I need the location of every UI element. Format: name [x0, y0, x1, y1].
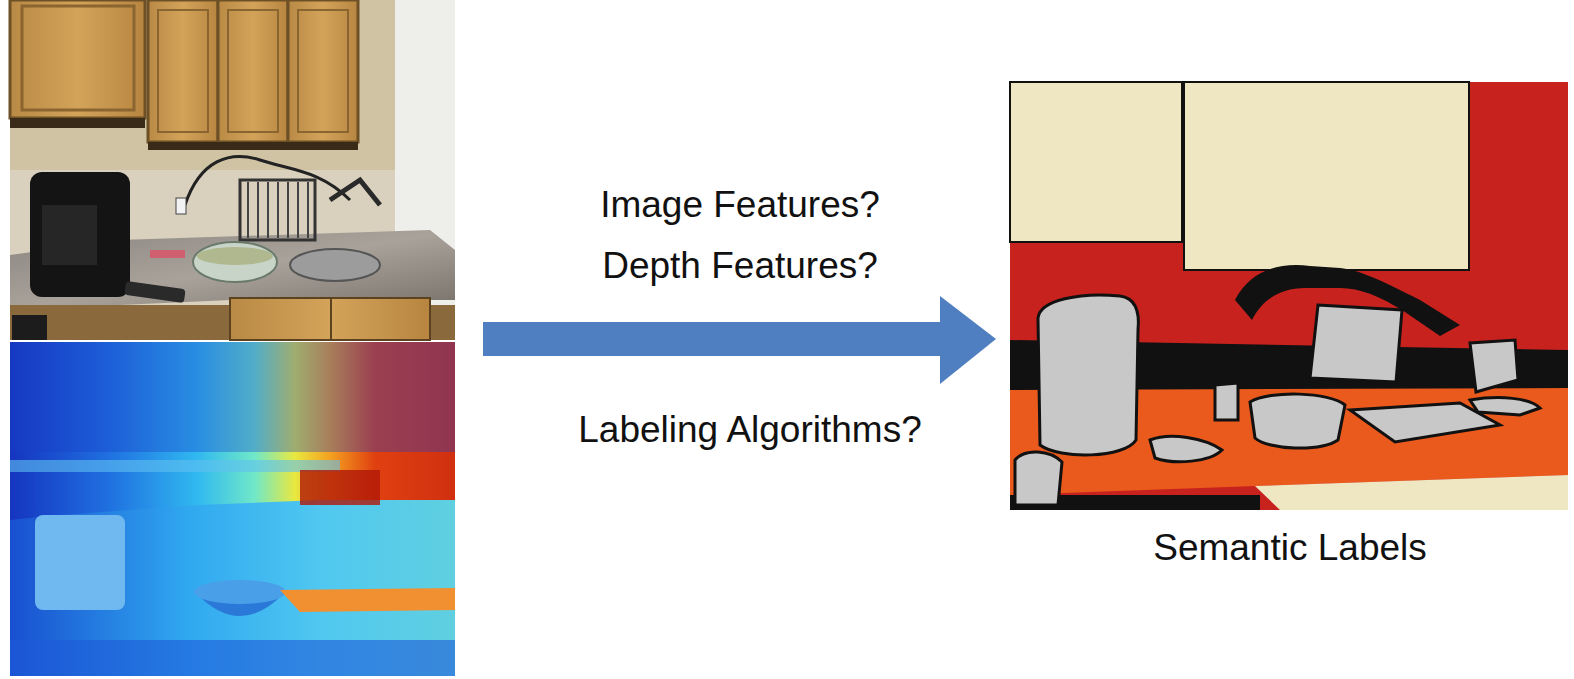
annotation-label: Image Features? [600, 184, 880, 227]
annotation-label: Depth Features? [602, 245, 878, 288]
annotation-label: Semantic Labels [1153, 527, 1427, 570]
depth-map [10, 342, 455, 676]
kitchen-photo [10, 0, 455, 340]
annotation-label: Labeling Algorithms? [578, 409, 922, 452]
process-arrow [483, 296, 996, 384]
semantic-label-map [1010, 82, 1568, 510]
